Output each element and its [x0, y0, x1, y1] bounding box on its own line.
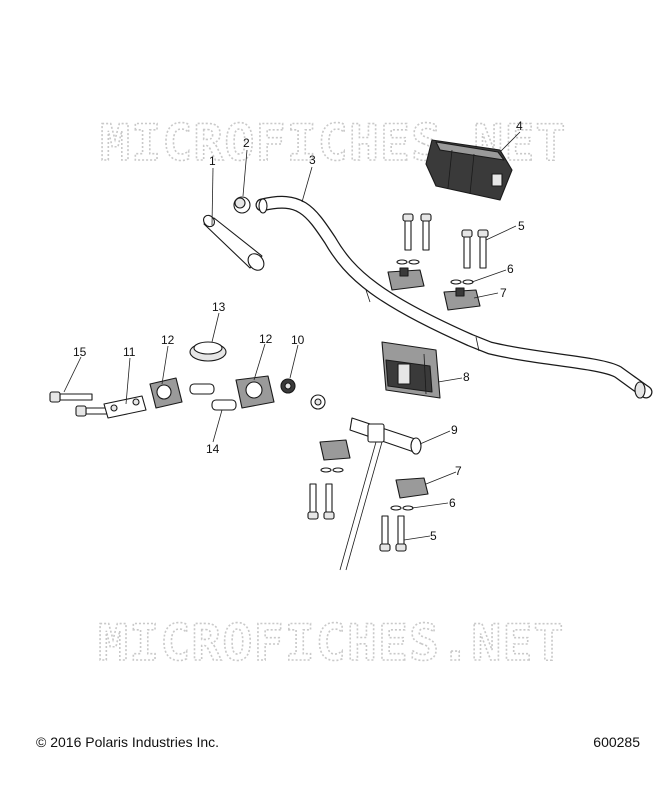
- callout-5a: 5: [518, 219, 525, 233]
- callout-8: 8: [463, 370, 470, 384]
- callout-1: 1: [209, 154, 216, 168]
- clamp-cover: [425, 139, 513, 201]
- callout-11: 11: [123, 345, 136, 359]
- upper-clamps: [387, 267, 481, 311]
- callout-15: 15: [73, 345, 87, 359]
- lower-clamp-right: [379, 477, 429, 552]
- callout-7b: 7: [455, 464, 462, 478]
- bolt-15: [49, 391, 117, 417]
- callout-6b: 6: [449, 496, 456, 510]
- callout-5b: 5: [430, 529, 437, 543]
- nut-10: [280, 378, 326, 410]
- callout-9: 9: [451, 423, 458, 437]
- bushing-13: [189, 341, 227, 362]
- lower-clamp-left: [307, 439, 351, 520]
- mount-bracket-12-left: [149, 377, 183, 409]
- mount-bracket-12-right: [235, 375, 275, 409]
- riser: [381, 341, 441, 399]
- copyright-notice: © 2016 Polaris Industries Inc.: [36, 734, 220, 750]
- watermark-bottom: MICROFICHES.NET: [98, 614, 565, 672]
- steering-post: [339, 417, 422, 571]
- callout-12b: 12: [259, 332, 273, 346]
- callout-13: 13: [212, 300, 226, 314]
- handlebar: [255, 195, 653, 399]
- callout-14: 14: [206, 442, 220, 456]
- callout-12a: 12: [161, 333, 175, 347]
- callout-2: 2: [243, 136, 250, 150]
- plate-11: [103, 395, 147, 419]
- drawing-number: 600285: [593, 734, 640, 750]
- upper-clamp-bolts: [402, 213, 489, 269]
- bar-end-plug: [233, 196, 251, 214]
- callout-labels: 1 2 3 4 5 6 7 8 9 10 11 12 12 13 14 15 7…: [73, 119, 525, 543]
- callout-6a: 6: [507, 262, 514, 276]
- grip: [203, 214, 265, 271]
- callout-4: 4: [516, 119, 523, 133]
- callout-3: 3: [309, 153, 316, 167]
- callout-10: 10: [291, 333, 305, 347]
- spacers-14: [189, 383, 237, 411]
- callout-leaders: [63, 131, 521, 541]
- callout-7a: 7: [500, 286, 507, 300]
